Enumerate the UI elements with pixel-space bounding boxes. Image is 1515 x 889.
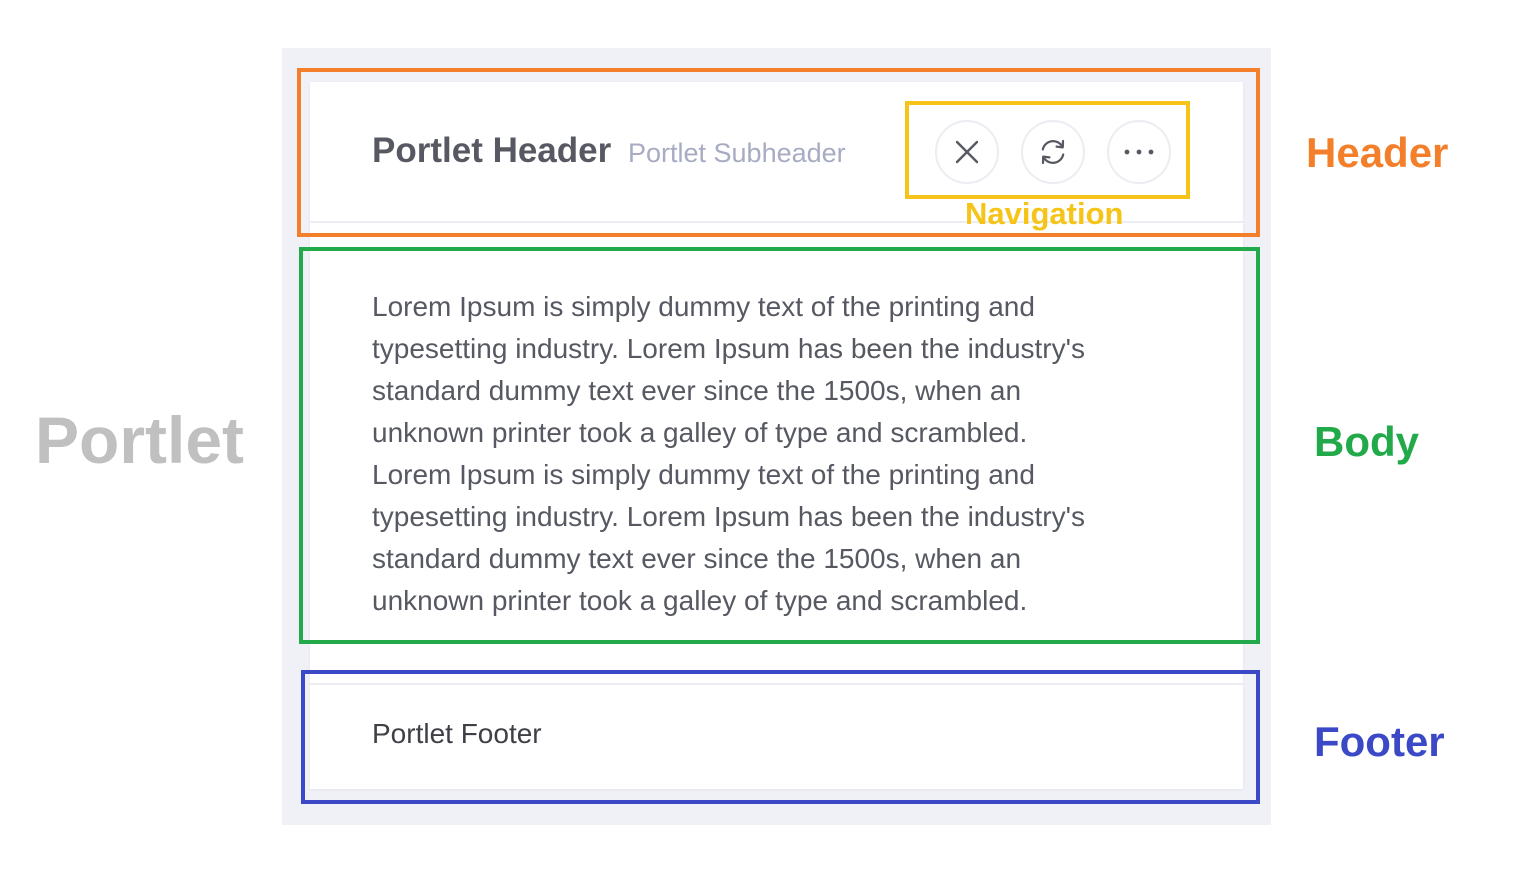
body-line: Lorem Ipsum is simply dummy text of the … bbox=[372, 459, 1035, 490]
more-button[interactable] bbox=[1107, 120, 1171, 184]
portlet-title: Portlet Header bbox=[372, 131, 612, 170]
close-button[interactable] bbox=[935, 120, 999, 184]
footer-region-outline bbox=[301, 670, 1260, 804]
portlet-subtitle: Portlet Subheader bbox=[628, 138, 846, 168]
body-line: typesetting industry. Lorem Ipsum has be… bbox=[372, 333, 1085, 364]
portlet-footer-text: Portlet Footer bbox=[372, 718, 542, 749]
navigation-region-outline bbox=[905, 101, 1190, 199]
header-divider bbox=[310, 221, 1243, 223]
more-horizontal-icon bbox=[1124, 149, 1154, 155]
footer-label: Footer bbox=[1314, 718, 1445, 765]
portlet-body-text: Lorem Ipsum is simply dummy text of the … bbox=[372, 286, 1202, 622]
body-line: Lorem Ipsum is simply dummy text of the … bbox=[372, 291, 1035, 322]
body-line: standard dummy text ever since the 1500s… bbox=[372, 543, 1022, 574]
body-region-outline bbox=[299, 247, 1260, 644]
body-line: standard dummy text ever since the 1500s… bbox=[372, 375, 1022, 406]
footer-divider bbox=[310, 683, 1243, 685]
portlet-label: Portlet bbox=[35, 403, 245, 477]
body-line: typesetting industry. Lorem Ipsum has be… bbox=[372, 501, 1085, 532]
close-icon bbox=[955, 140, 979, 164]
reload-icon bbox=[1041, 139, 1065, 165]
header-region-outline bbox=[297, 68, 1260, 237]
body-label: Body bbox=[1314, 418, 1419, 465]
header-label: Header bbox=[1306, 129, 1449, 176]
body-line: unknown printer took a galley of type an… bbox=[372, 417, 1028, 448]
navigation-label: Navigation bbox=[965, 196, 1124, 231]
body-line: unknown printer took a galley of type an… bbox=[372, 585, 1028, 616]
reload-button[interactable] bbox=[1021, 120, 1085, 184]
